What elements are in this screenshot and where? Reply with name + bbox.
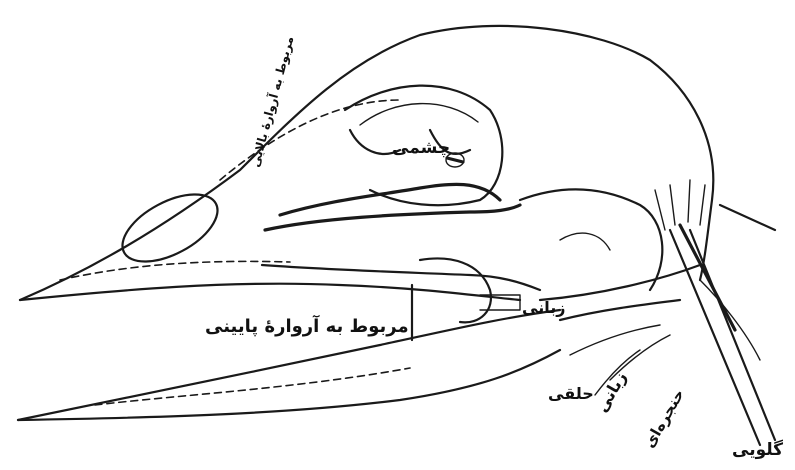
orbit-inner — [360, 104, 478, 125]
trachea-line-2 — [690, 230, 775, 440]
label-eye: چشمی — [392, 138, 450, 158]
nostril-opening — [112, 181, 228, 276]
skull-outline — [20, 26, 713, 300]
label-tongue-upper: زبانی — [522, 298, 565, 317]
glossopharyngeal-nerve — [540, 265, 700, 300]
lingual-branch — [560, 300, 680, 320]
upper-beak-edge — [20, 284, 520, 300]
braincase-outline — [520, 189, 662, 290]
label-throat: گلویی — [732, 440, 783, 460]
neck-stub — [720, 205, 775, 230]
neck-nerve-roots — [655, 180, 705, 230]
label-pharyngeal: حلقی — [548, 384, 594, 403]
ganglion-mark — [447, 158, 463, 162]
pharyngeal-branch — [570, 325, 660, 355]
ear-region — [560, 233, 610, 250]
ophthalmic-nerve — [280, 184, 500, 215]
skull-inner-dash — [220, 100, 400, 180]
mandible-inner-dash — [95, 368, 410, 405]
label-lower-jaw: مربوط به آروارهٔ پایینی — [205, 316, 409, 337]
mandibular-nerve — [262, 265, 540, 290]
